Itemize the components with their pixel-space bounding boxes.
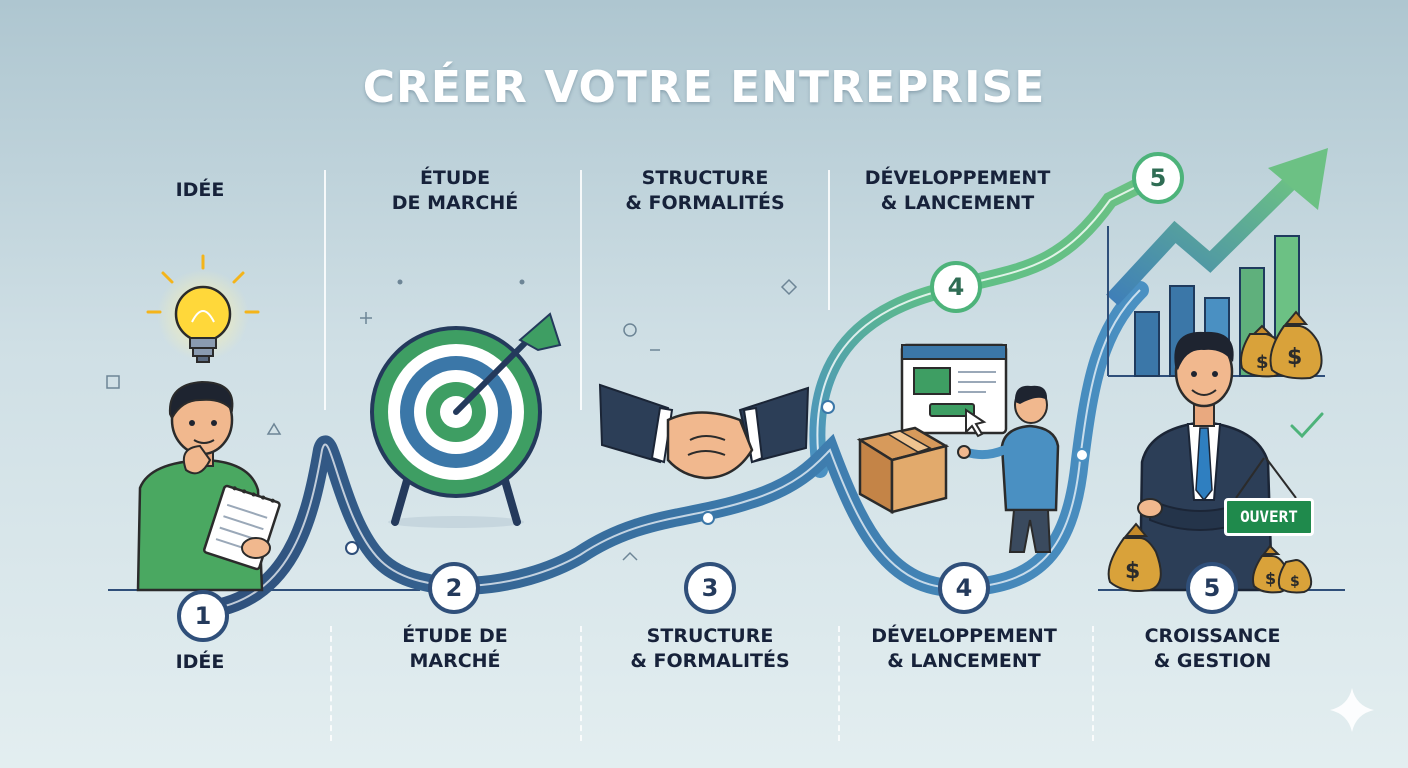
handshake-icon xyxy=(598,383,810,480)
open-sign: OUVERT xyxy=(1224,498,1314,536)
upper-path-dot xyxy=(821,400,835,414)
svg-text:$: $ xyxy=(1256,352,1269,373)
bottom-step-label-5: CROISSANCE& GESTION xyxy=(1144,625,1281,672)
sparkle-icon xyxy=(1330,688,1374,732)
deco-dot-icon xyxy=(397,279,403,285)
svg-text:$: $ xyxy=(1290,574,1300,590)
divider-top-1 xyxy=(324,170,326,410)
presenter-figure xyxy=(957,385,1060,553)
bottom-step-label-1: IDÉE xyxy=(175,651,225,673)
page-title: CRÉER VOTRE ENTREPRISE xyxy=(362,62,1046,113)
step-marker-3: 3 xyxy=(684,562,736,614)
svg-text:$: $ xyxy=(1265,569,1276,588)
svg-text:$: $ xyxy=(1125,559,1140,584)
step-marker-5: 5 xyxy=(1186,562,1238,614)
deco-plus-icon xyxy=(360,312,372,324)
path-dot-1 xyxy=(345,541,359,555)
step-marker-2: 2 xyxy=(428,562,480,614)
top-step-label-3: STRUCTURE& FORMALITÉS xyxy=(625,167,785,214)
bottom-step-label-3: STRUCTURE& FORMALITÉS xyxy=(630,625,790,672)
top-step-label-4: DÉVELOPPEMENT& LANCEMENT xyxy=(864,167,1051,214)
path-dot-2 xyxy=(701,511,715,525)
businessman-figure xyxy=(1137,331,1297,592)
package-icon xyxy=(856,426,950,515)
path-dot-3 xyxy=(1075,448,1089,462)
bottom-step-label-4: DÉVELOPPEMENT& LANCEMENT xyxy=(871,625,1057,672)
deco-square-icon xyxy=(106,375,120,389)
divider-bottom-4 xyxy=(1092,626,1094,741)
divider-top-2 xyxy=(580,170,582,410)
website-window xyxy=(900,343,1008,438)
growth-arrow xyxy=(1106,172,1301,306)
deco-triangle-icon xyxy=(266,422,282,435)
step-marker-1: 1 xyxy=(177,590,229,642)
upper-marker-4: 4 xyxy=(930,261,982,313)
divider-top-3 xyxy=(828,170,830,310)
upper-marker-5: 5 xyxy=(1132,152,1184,204)
checkmark-icon xyxy=(1290,412,1324,439)
divider-bottom-1 xyxy=(330,626,332,741)
svg-text:$: $ xyxy=(1287,345,1302,370)
deco-diamond-icon xyxy=(780,278,798,296)
divider-bottom-2 xyxy=(580,626,582,741)
deco-circle-icon xyxy=(623,323,637,337)
target-icon xyxy=(370,312,562,528)
top-step-label-1: IDÉE xyxy=(175,179,225,201)
lightbulb-icon xyxy=(146,254,260,363)
money-bag-icon: $ $ $ $ $ xyxy=(1107,310,1323,594)
step-marker-4: 4 xyxy=(938,562,990,614)
growth-arrow-head xyxy=(1268,148,1328,210)
entrepreneur-thinking-figure xyxy=(136,380,281,592)
divider-bottom-3 xyxy=(838,626,840,741)
